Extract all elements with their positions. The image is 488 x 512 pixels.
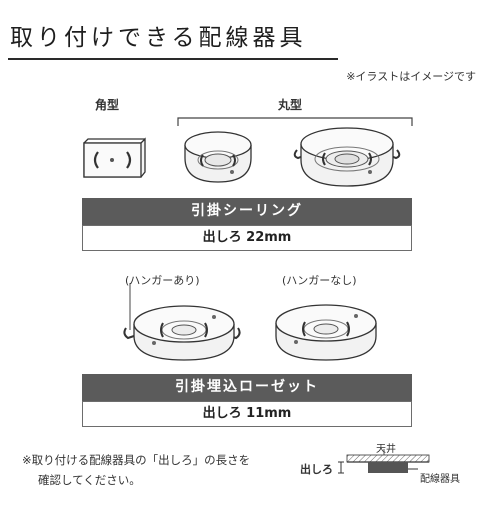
check-protrusion-note-line2: 確認してください。 — [38, 473, 141, 487]
recessed-rosette-without-hanger-illustration — [275, 304, 377, 361]
title-underline — [8, 58, 338, 60]
round-type-bracket — [177, 117, 413, 126]
page-title: 取り付けできる配線器具 — [10, 25, 307, 51]
small-round-ceiling-fitting-illustration — [184, 131, 252, 183]
recessed-rosette-with-hanger-illustration — [123, 283, 241, 361]
square-ceiling-fitting-illustration — [83, 137, 146, 178]
ceiling-label: 天井 — [376, 444, 396, 455]
with-hanger-label: (ハンガーあり) — [125, 274, 200, 287]
protrusion-label: 出しろ — [300, 463, 333, 476]
without-hanger-label: (ハンガーなし) — [282, 274, 357, 287]
illustration-note: ※イラストはイメージです — [346, 70, 476, 83]
recessed-rosette-header: 引掛埋込ローゼット — [82, 374, 412, 401]
wiring-fixture-label: 配線器具 — [420, 474, 460, 485]
protrusion-diagram — [338, 449, 430, 474]
square-type-label: 角型 — [95, 98, 120, 112]
hook-ceiling-protrusion: 出しろ 22mm — [82, 225, 412, 251]
round-type-label: 丸型 — [278, 98, 303, 112]
check-protrusion-note-line1: ※取り付ける配線器具の「出しろ」の長さを — [22, 453, 251, 467]
hook-ceiling-header: 引掛シーリング — [82, 198, 412, 225]
large-round-ceiling-fitting-illustration — [293, 127, 401, 187]
recessed-rosette-protrusion: 出しろ 11mm — [82, 401, 412, 427]
